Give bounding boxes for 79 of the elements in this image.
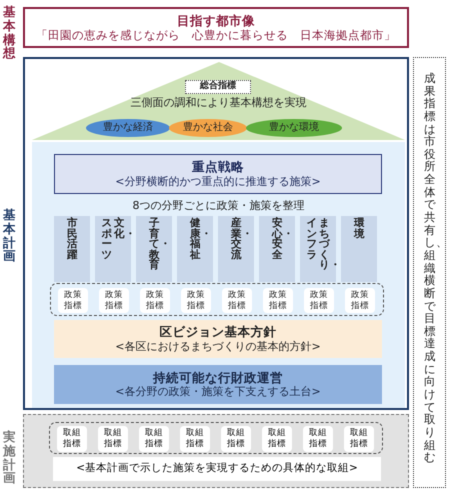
strategy-description: <分野横断的かつ重点的に推進する施策> xyxy=(114,174,322,189)
note-box xyxy=(413,57,446,488)
vision-heading: 目指す都市像 xyxy=(176,12,256,28)
indicator-tag xyxy=(99,288,129,313)
field-label: まちづくり・インフラ xyxy=(306,218,336,270)
field-column xyxy=(177,216,213,282)
section-label: 基本計画 xyxy=(3,208,16,263)
description-text: <基本計画で示した施策を実現するための具体的な取組> xyxy=(76,462,358,476)
indicator-label: 総合指標 xyxy=(200,81,236,93)
indicator-group xyxy=(50,283,384,316)
field-label: 文化・スポーツ xyxy=(100,218,131,260)
indicator-tag xyxy=(98,426,128,452)
indicator-label: 政策指標 xyxy=(104,290,124,312)
ward-vision-box xyxy=(54,320,382,358)
plan-panel xyxy=(32,142,405,408)
indicator-label: 取組指標 xyxy=(186,428,204,450)
indicator-label: 政策指標 xyxy=(228,290,246,312)
indicator-tag xyxy=(345,288,375,313)
pillar-label: 豊かな社会 xyxy=(183,122,233,134)
field-column xyxy=(218,216,254,282)
administration-box xyxy=(54,365,382,404)
vision-box xyxy=(23,7,409,48)
implementation-frame xyxy=(23,414,409,488)
field-column xyxy=(95,216,131,282)
indicator-tag xyxy=(57,426,87,452)
field-column xyxy=(300,216,336,282)
ward-vision-heading: 区ビジョン基本方針 xyxy=(158,324,278,340)
description-box xyxy=(53,457,381,481)
indicator-label: 政策指標 xyxy=(186,290,206,312)
pillar-label: 豊かな環境 xyxy=(269,122,319,134)
ward-vision-description: <各区におけるまちづくりの基本的方針> xyxy=(114,340,322,354)
pillar-label: 豊かな経済 xyxy=(103,122,153,134)
section-label: 実施計画 xyxy=(3,430,16,485)
administration-heading: 持続可能な行財政運営 xyxy=(152,370,284,386)
indicator-group xyxy=(49,422,383,454)
indicator-label: 取組指標 xyxy=(350,428,368,450)
indicator-label: 政策指標 xyxy=(310,290,328,312)
indicator-tag xyxy=(262,426,292,452)
roof-caption: 三側面の調和により基本構想を実現 xyxy=(130,96,306,110)
field-label: 環境 xyxy=(352,218,366,239)
field-label: 市民活躍 xyxy=(66,218,79,260)
indicator-tag xyxy=(344,426,374,452)
indicator-tag xyxy=(304,288,334,313)
indicator-label: 取組指標 xyxy=(62,428,82,450)
field-column xyxy=(259,216,295,282)
indicator-tag xyxy=(185,80,251,94)
indicator-tag xyxy=(139,426,169,452)
section-caption: 8つの分野ごとに政策・施策を整理 xyxy=(132,199,306,213)
indicator-tag xyxy=(222,288,252,313)
indicator-tag xyxy=(140,288,170,313)
indicator-tag xyxy=(221,426,251,452)
field-label: 安心・安全 xyxy=(270,218,295,260)
field-column xyxy=(341,216,377,282)
field-column xyxy=(136,216,172,282)
indicator-tag xyxy=(58,288,88,313)
indicator-label: 取組指標 xyxy=(268,428,286,450)
roof-triangle xyxy=(32,62,405,140)
field-label: 産業・交流 xyxy=(230,218,254,260)
vision-statement: 「田園の恵みを感じながら 心豊かに暮らせる 日本海拠点都市」 xyxy=(35,28,397,42)
administration-description: <各分野の政策・施策を下支えする土台> xyxy=(114,385,322,400)
indicator-label: 取組指標 xyxy=(308,428,328,450)
plan-frame xyxy=(23,57,409,410)
indicator-label: 政策指標 xyxy=(146,290,164,312)
indicator-label: 政策指標 xyxy=(350,290,370,312)
strategy-box xyxy=(54,154,382,194)
indicator-tag xyxy=(263,288,293,313)
field-column xyxy=(54,216,90,282)
indicator-label: 取組指標 xyxy=(144,428,164,450)
indicator-label: 政策指標 xyxy=(64,290,82,312)
indicator-label: 取組指標 xyxy=(104,428,122,450)
indicator-tag xyxy=(180,426,210,452)
section-label: 基本構想 xyxy=(3,5,16,60)
indicator-label: 取組指標 xyxy=(226,428,246,450)
field-label: 健康・福祉 xyxy=(188,218,213,260)
field-label: 子育て・教育 xyxy=(148,218,172,270)
strategy-heading: 重点戦略 xyxy=(191,159,245,175)
indicator-tag xyxy=(303,426,333,452)
indicator-label: 政策指標 xyxy=(268,290,288,312)
indicator-tag xyxy=(181,288,211,313)
